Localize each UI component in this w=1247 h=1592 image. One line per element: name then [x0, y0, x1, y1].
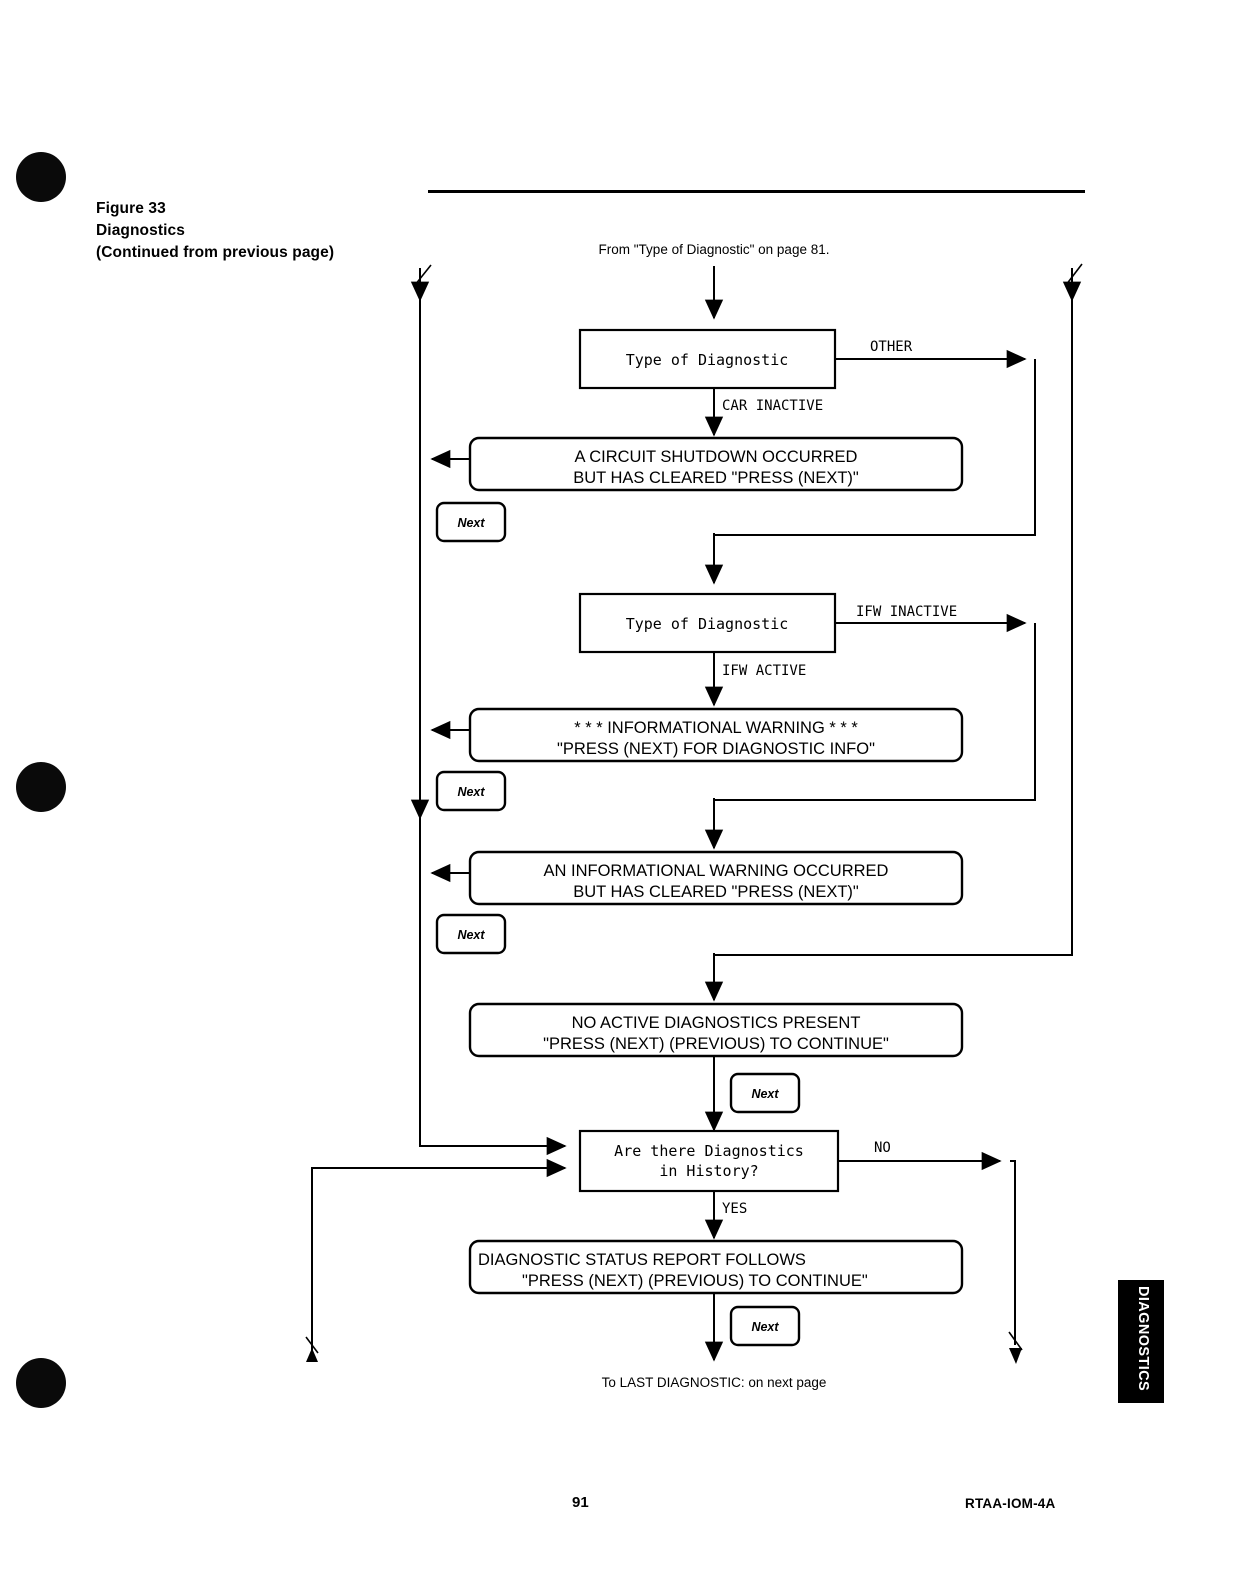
decision2-branch-right-label: IFW INACTIVE — [856, 604, 957, 620]
figure-continuation: (Continued from previous page) — [96, 244, 335, 261]
break-mark-right-bottom — [1008, 1331, 1023, 1351]
binder-hole-bottom — [16, 1358, 66, 1408]
break-mark-left-top — [414, 264, 432, 286]
message-box-circuit-shutdown — [468, 436, 964, 492]
section-index-tab: DIAGNOSTICS — [1118, 1280, 1164, 1403]
decision3-branch-right-label: NO — [874, 1140, 891, 1156]
message5-line2: "PRESS (NEXT) (PREVIOUS) TO CONTINUE" — [522, 1272, 868, 1290]
next-button-5[interactable] — [729, 1305, 801, 1347]
next-button-2[interactable] — [435, 770, 507, 812]
message3-line2: BUT HAS CLEARED "PRESS (NEXT)" — [573, 883, 859, 901]
connector-no-down-to-break — [1010, 1160, 1016, 1345]
next-button-4[interactable] — [729, 1072, 801, 1114]
connector-bottom-left-return-to-history — [311, 1158, 567, 1352]
decision1-branch-right-label: OTHER — [870, 339, 913, 355]
decision3-branch-down-label: YES — [722, 1201, 747, 1217]
next-button-3[interactable] — [435, 913, 507, 955]
connector-ifw-inactive-down — [714, 623, 1036, 801]
decision-box-diagnostics-in-history — [578, 1129, 840, 1193]
message3-line1: AN INFORMATIONAL WARNING OCCURRED — [544, 862, 889, 880]
binder-hole-middle — [16, 762, 66, 812]
next-button-1-label: Next — [457, 516, 485, 530]
left-rail-to-history — [419, 812, 567, 1156]
footer-document-code: RTAA-IOM-4A — [965, 1496, 1056, 1511]
message-box-diagnostic-status-report — [468, 1239, 964, 1295]
right-rail-down-to-noactive — [714, 296, 1073, 956]
message-box-no-active-diagnostics — [468, 1002, 964, 1058]
binder-hole-top — [16, 152, 66, 202]
break-mark-left-bottom — [305, 1336, 319, 1354]
break-arrow-right-bottom — [1009, 1348, 1022, 1364]
section-index-tab-label: DIAGNOSTICS — [1135, 1286, 1151, 1392]
figure-title: Diagnostics — [96, 222, 185, 239]
message-box-informational-warning — [468, 707, 964, 763]
decision-box-type-of-diagnostic-2 — [578, 592, 837, 654]
decision-box-type-of-diagnostic-1 — [578, 328, 837, 390]
decision1-branch-down-label: CAR INACTIVE — [722, 398, 823, 414]
figure-caption: Figure 33 Diagnostics (Continued from pr… — [96, 198, 416, 264]
break-arrow-left-bottom — [306, 1348, 318, 1362]
decision1-label: Type of Diagnostic — [626, 351, 789, 369]
figure-number: Figure 33 — [96, 200, 166, 217]
next-button-5-label: Next — [751, 1320, 779, 1334]
footer-page-number: 91 — [572, 1494, 589, 1511]
connector-other-down-to-decision2 — [714, 359, 1036, 536]
message2-line1: * * * INFORMATIONAL WARNING * * * — [574, 719, 858, 737]
message1-line2: BUT HAS CLEARED "PRESS (NEXT)" — [573, 469, 859, 487]
next-button-4-label: Next — [751, 1087, 779, 1101]
message2-line2: "PRESS (NEXT) FOR DIAGNOSTIC INFO" — [557, 740, 875, 758]
message5-line1: DIAGNOSTIC STATUS REPORT FOLLOWS — [478, 1251, 806, 1269]
break-mark-right-top — [1065, 263, 1083, 286]
next-button-1[interactable] — [435, 501, 507, 543]
message4-line2: "PRESS (NEXT) (PREVIOUS) TO CONTINUE" — [543, 1035, 889, 1053]
header-rule — [428, 190, 1085, 193]
message-box-warning-cleared — [468, 850, 964, 906]
decision2-label: Type of Diagnostic — [626, 615, 789, 633]
decision3-line1: Are there Diagnostics — [614, 1142, 804, 1160]
message4-line1: NO ACTIVE DIAGNOSTICS PRESENT — [572, 1014, 861, 1032]
decision2-branch-down-label: IFW ACTIVE — [722, 663, 806, 679]
exit-note: To LAST DIAGNOSTIC: on next page — [602, 1375, 827, 1390]
message1-line1: A CIRCUIT SHUTDOWN OCCURRED — [575, 448, 858, 466]
decision3-line2: in History? — [659, 1162, 758, 1180]
entry-note: From "Type of Diagnostic" on page 81. — [599, 242, 830, 257]
next-button-3-label: Next — [457, 928, 485, 942]
next-button-2-label: Next — [457, 785, 485, 799]
